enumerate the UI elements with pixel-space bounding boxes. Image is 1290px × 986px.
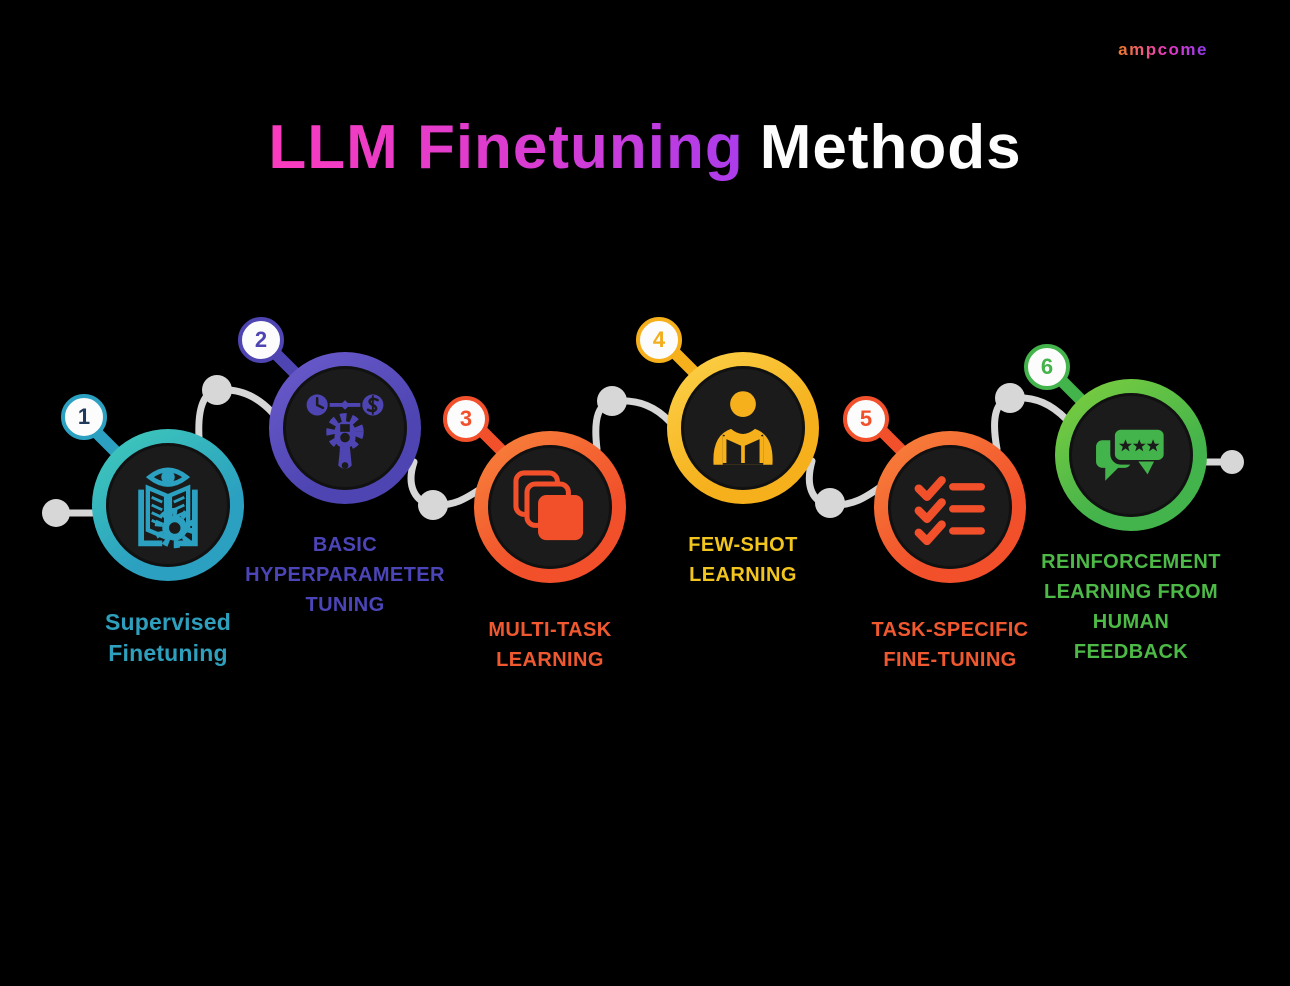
hyperparameter-tuning-icon [306, 394, 384, 469]
checklist-icon [914, 476, 985, 546]
method-label-line: Supervised [105, 609, 231, 635]
step-number: 5 [859, 406, 873, 431]
method-label-line: BASIC [312, 534, 378, 556]
method-circle [269, 352, 421, 504]
step-number-badge: 2 [238, 317, 284, 363]
method-label-line: FEW-SHOT [688, 534, 798, 556]
book-eye-gear-icon [138, 467, 198, 549]
feedback-chat-icon [1096, 425, 1169, 481]
step-number: 6 [1040, 354, 1054, 379]
connector-dot [1220, 450, 1244, 474]
step-number: 4 [652, 327, 666, 352]
method-label-line: LEARNING FROM [1043, 581, 1219, 603]
method-label: BASIC HYPERPARAMETER TUNING [205, 530, 485, 620]
method-label-line: TUNING [305, 594, 385, 616]
method-label-line: LEARNING [689, 564, 797, 586]
connector-dot [418, 490, 448, 520]
method-label-line: HYPERPARAMETER [245, 564, 445, 586]
connector-line [805, 457, 883, 509]
title-rest: Methods [759, 113, 1022, 182]
step-number-badge: 5 [843, 396, 889, 442]
title-highlight: LLM Finetuning [268, 113, 744, 182]
method-circle-inner [283, 366, 407, 490]
connector-dot [995, 383, 1025, 413]
connector-line [407, 458, 486, 509]
method-circle [1055, 379, 1207, 531]
brand-logo: ampcome [1118, 40, 1208, 59]
method-label-line: REINFORCEMENT [1041, 551, 1221, 573]
step-number: 3 [459, 406, 473, 431]
method-label-line: Finetuning [108, 640, 228, 666]
method-node-rlhf: 6 REINFORCEMENT LEARNING FROM HUMAN FEED… [1024, 344, 1220, 663]
method-label: FEW-SHOT LEARNING [603, 530, 883, 590]
method-circle-inner [888, 445, 1012, 569]
method-label: TASK-SPECIFIC FINE-TUNING [810, 615, 1090, 675]
method-label-line: HUMAN [1092, 611, 1170, 633]
method-circle-inner [681, 366, 805, 490]
method-label-line: FEEDBACK [1073, 641, 1189, 663]
step-number-badge: 3 [443, 396, 489, 442]
method-label: MULTI-TASK LEARNING [410, 615, 690, 675]
method-label-line: LEARNING [496, 649, 604, 671]
method-label: Supervised Finetuning [28, 607, 308, 669]
step-number-badge: 1 [61, 394, 107, 440]
step-number-badge: 4 [636, 317, 682, 363]
method-label-line: FINE-TUNING [883, 649, 1017, 671]
method-node-supervised-finetuning: 1 Supervised Fi [61, 394, 244, 666]
method-circle-inner [1069, 393, 1193, 517]
connector-dot [815, 488, 845, 518]
stacked-layers-icon [513, 470, 584, 541]
method-circle-inner [488, 445, 612, 569]
method-node-few-shot-learning: 4 FEW-SHOT LEARNING [636, 317, 819, 586]
step-number: 1 [77, 404, 91, 429]
method-label-line: TASK-SPECIFIC [871, 619, 1029, 641]
connector-dot [597, 386, 627, 416]
method-label-line: MULTI-TASK [488, 619, 612, 641]
step-number: 2 [254, 327, 268, 352]
method-node-hyperparameter-tuning: 2 [238, 317, 444, 616]
method-label: REINFORCEMENT LEARNING FROM HUMAN FEEDBA… [991, 547, 1271, 667]
person-reading-icon [713, 391, 773, 465]
step-number-badge: 6 [1024, 344, 1070, 390]
connector-dot [202, 375, 232, 405]
connector-dot [42, 499, 70, 527]
method-circle [667, 352, 819, 504]
